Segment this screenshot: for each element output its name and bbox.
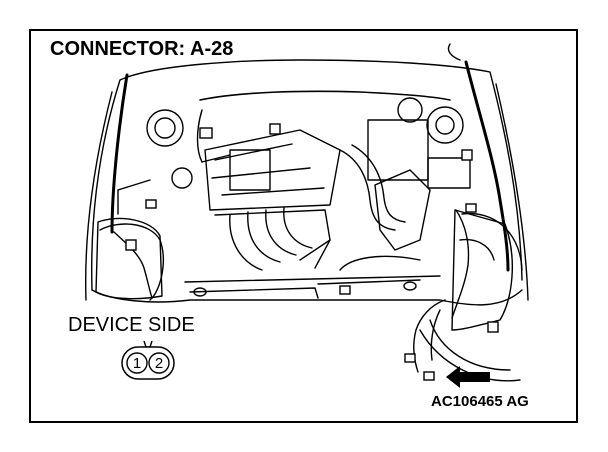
- device-side-label: DEVICE SIDE: [68, 314, 195, 336]
- figure-code: AC106465 AG: [431, 393, 529, 410]
- connector-title: CONNECTOR: A-28: [50, 38, 234, 60]
- diagram-frame: [29, 29, 578, 423]
- pin-2-label: 2: [155, 355, 163, 372]
- location-arrow-icon: [446, 366, 490, 388]
- connector-face-icon: 1 2: [121, 340, 175, 380]
- pin-1-label: 1: [133, 355, 141, 372]
